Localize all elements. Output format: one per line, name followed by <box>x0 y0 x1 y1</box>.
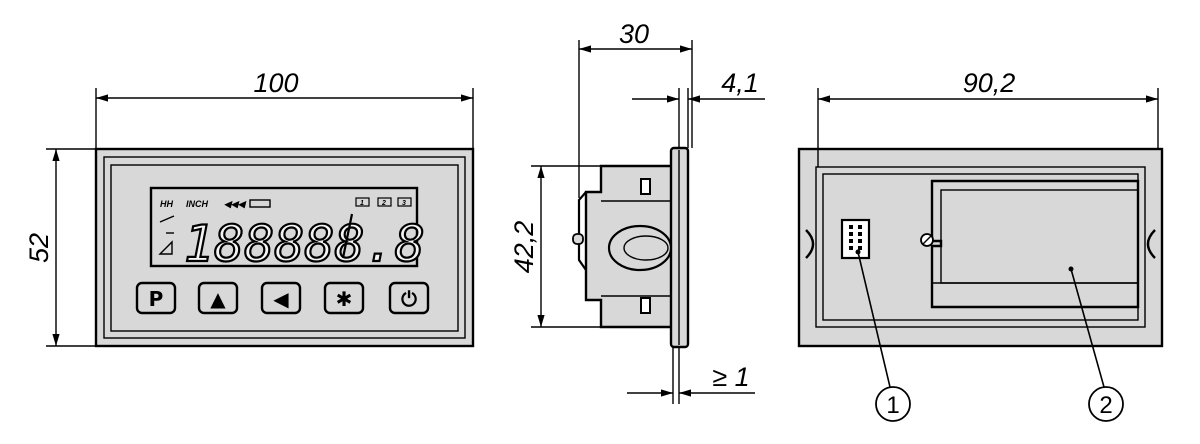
side-latch <box>607 224 673 272</box>
lcd-side-symbols <box>158 215 175 255</box>
callout-leader-2 <box>1070 268 1105 388</box>
front-bezel-inner <box>103 156 466 339</box>
callout-circle-2 <box>1088 386 1124 422</box>
callout-connector-label: 1 <box>886 392 899 419</box>
dim-panel-thickness: ≥ 1 <box>712 362 749 392</box>
key-p-label: P <box>149 287 164 311</box>
callout-circle-1 <box>875 386 911 422</box>
side-view: 30 4,1 42,2 ≥ 1 <box>509 19 765 404</box>
side-slot-bottom <box>640 297 651 314</box>
left-arrow-icon: ◀ <box>273 287 289 311</box>
dim-rear-width: 90,2 <box>963 68 1016 98</box>
key-star-button[interactable]: ✱ <box>323 281 365 315</box>
lcd-flag-1: 1 <box>360 200 364 207</box>
key-power-button[interactable]: ⏻ <box>388 281 430 315</box>
power-icon: ⏻ <box>401 287 417 311</box>
lcd-flag-3: 3 <box>402 200 406 207</box>
lcd-flag-boxes: 1 2 3 <box>355 197 412 207</box>
up-arrow-icon: ▲ <box>210 287 226 311</box>
key-p-button[interactable]: P <box>135 281 177 315</box>
rear-connector <box>840 218 871 260</box>
callout-leader-1 <box>857 251 891 388</box>
dim-front-width: 100 <box>253 68 298 98</box>
rear-view: 90,2 1 2 <box>797 68 1164 422</box>
callout-battery-label: 2 <box>1099 392 1112 419</box>
lcd-display <box>149 186 419 268</box>
lcd-indicator-arrows: ◀◀◀ <box>224 199 247 209</box>
star-icon: ✱ <box>336 287 353 311</box>
lcd-digits: 188888.8 <box>184 215 425 273</box>
rear-clip-left <box>805 229 815 259</box>
lcd-indicator-inch: INCH <box>186 199 208 209</box>
side-clip <box>577 191 587 271</box>
lcd-slash <box>341 213 354 259</box>
front-view: HH INCH ◀◀◀ 188888.8 1 2 3 P ▲ <box>24 68 475 348</box>
side-slot-top <box>640 178 651 195</box>
lcd-flag-2: 2 <box>381 200 386 207</box>
side-pin <box>572 233 584 245</box>
lcd-battery-icon <box>249 199 271 208</box>
rear-housing <box>815 166 1146 328</box>
rear-clip-right <box>1146 229 1156 259</box>
key-up-button[interactable]: ▲ <box>197 281 239 315</box>
front-keypad: P ▲ ◀ ✱ ⏻ <box>135 281 430 315</box>
key-left-button[interactable]: ◀ <box>260 281 302 315</box>
dim-cutout-height: 42,2 <box>509 221 539 274</box>
dim-front-thickness: 4,1 <box>721 68 759 98</box>
dim-front-height: 52 <box>24 233 54 263</box>
battery-compartment <box>920 179 1140 309</box>
front-face <box>110 164 459 332</box>
dim-side-depth: 30 <box>619 19 649 49</box>
lcd-indicator-hh: HH <box>160 199 173 209</box>
